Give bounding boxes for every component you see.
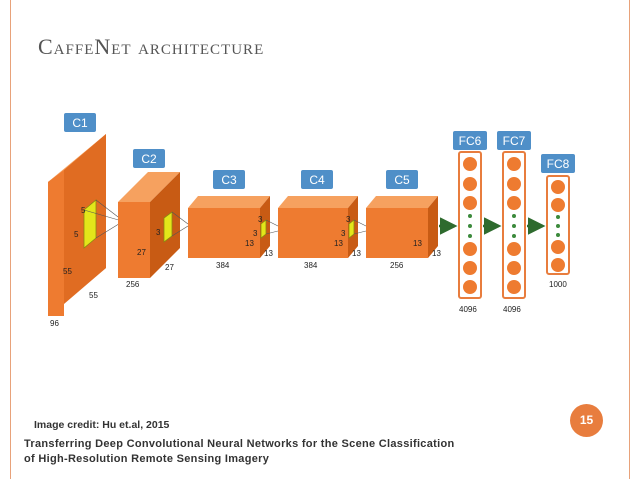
c1-kernel-size-a: 5 (81, 206, 86, 215)
c5-label-box (386, 170, 418, 189)
fc6-size: 4096 (459, 305, 477, 314)
citation-line-2: of High-Resolution Remote Sensing Imager… (24, 453, 270, 465)
c4-side-size: 13 (334, 239, 343, 248)
c4-depth: 384 (304, 261, 318, 270)
c4-label: C4 (309, 173, 325, 187)
c2-depth: 256 (126, 280, 140, 289)
c1-depth: 96 (50, 319, 59, 328)
slide-right-border (629, 0, 630, 479)
c4-kernel-size-b: 3 (341, 229, 346, 238)
c1-side-size: 55 (63, 267, 72, 276)
c2-side-size: 27 (137, 248, 146, 257)
slide-right-margin (630, 0, 638, 479)
page-number-badge: 15 (570, 404, 603, 437)
c5-side-size: 13 (413, 239, 422, 248)
layer-label-boxes (64, 113, 575, 189)
c4-label-box (301, 170, 333, 189)
c2-label: C2 (141, 152, 157, 166)
c3-depth: 384 (216, 261, 230, 270)
c1-kernel-size-b: 5 (74, 230, 79, 239)
fc7-label-box (497, 131, 531, 150)
c3-label-box (213, 170, 245, 189)
c1-block (48, 134, 106, 316)
fc8-column (546, 175, 570, 275)
fc7-label: FC7 (503, 134, 526, 148)
fc8-size: 1000 (549, 280, 567, 289)
fc7-column (502, 151, 526, 299)
c3-kernel-size-a: 3 (258, 215, 263, 224)
c3-side-size: 13 (245, 239, 254, 248)
layer-labels: C1 C2 C3 C4 C5 FC6 FC7 FC8 (72, 116, 569, 187)
fc8-label-box (541, 154, 575, 173)
c4-block (278, 196, 358, 258)
slide-title: CaffeNet architecture (38, 34, 265, 59)
c3-block (188, 196, 270, 258)
c5-block (366, 196, 438, 258)
c2-kernel (163, 211, 189, 243)
c3-bottom-size: 13 (264, 249, 273, 258)
c1-label-box (64, 113, 96, 132)
c5-depth: 256 (390, 261, 404, 270)
c1-bottom-size: 55 (89, 291, 98, 300)
fc6-column (458, 151, 482, 299)
c3-kernel-size-b: 3 (253, 229, 258, 238)
c3-label: C3 (221, 173, 237, 187)
fc7-size: 4096 (503, 305, 521, 314)
c2-kernel-size: 3 (156, 228, 161, 237)
c1-label: C1 (72, 116, 88, 130)
dimension-labels: 5 5 55 55 96 3 27 27 256 3 3 13 13 384 3… (50, 206, 567, 328)
fc6-label-box (453, 131, 487, 150)
c4-kernel-size-a: 3 (346, 215, 351, 224)
c2-label-box (133, 149, 165, 168)
citation-line-1: Transferring Deep Convolutional Neural N… (24, 438, 455, 450)
fc8-label: FC8 (547, 157, 570, 171)
fc6-label: FC6 (459, 134, 482, 148)
paper-citation: Transferring Deep Convolutional Neural N… (24, 437, 455, 467)
c2-bottom-size: 27 (165, 263, 174, 272)
c2-block (118, 172, 180, 278)
c1-kernel (83, 199, 123, 249)
image-credit: Image credit: Hu et.al, 2015 (34, 419, 170, 431)
slide-left-border (0, 0, 11, 479)
c5-bottom-size: 13 (432, 249, 441, 258)
c5-label: C5 (394, 173, 410, 187)
c4-bottom-size: 13 (352, 249, 361, 258)
